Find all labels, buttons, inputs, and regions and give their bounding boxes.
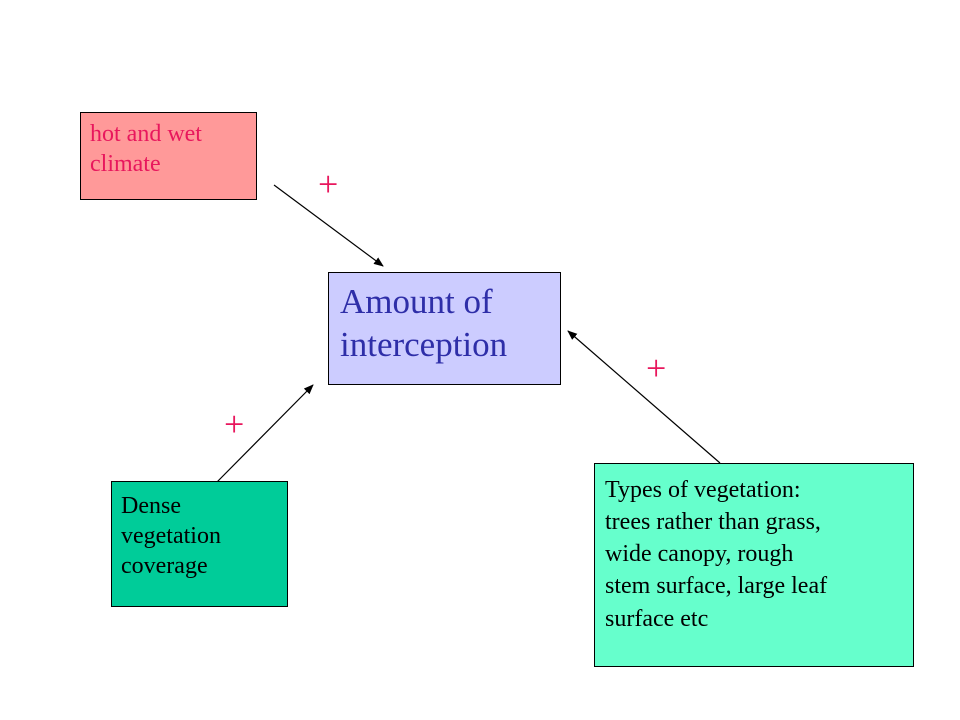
node-hot-wet-climate: hot and wet climate	[80, 112, 257, 200]
node-dense-vegetation-coverage: Dense vegetation coverage	[111, 481, 288, 607]
node-text-line: wide canopy, rough	[605, 541, 794, 568]
link-sign-types: +	[646, 348, 667, 388]
node-text-line: interception	[340, 324, 508, 364]
node-text-line: coverage	[121, 553, 208, 579]
node-text-line: Amount of	[340, 282, 493, 321]
node-text-line: surface etc	[605, 605, 709, 632]
node-text-line: trees rather than grass,	[605, 509, 821, 536]
arrow-types-to-amount	[567, 330, 721, 464]
node-text-line: hot and wet	[90, 121, 202, 147]
node-text-line: Dense	[121, 493, 181, 519]
link-sign-dense: +	[224, 404, 245, 444]
link-sign-climate: +	[318, 164, 339, 204]
node-text-line: stem surface, large leaf	[605, 573, 828, 600]
node-text-line: Types of vegetation:	[605, 477, 801, 503]
node-text-line: climate	[90, 151, 161, 177]
arrow-dense-to-amount	[216, 384, 314, 483]
node-text-line: vegetation	[121, 523, 221, 549]
arrow-climate-to-amount	[273, 184, 384, 267]
node-types-of-vegetation: Types of vegetation: trees rather than g…	[594, 463, 914, 667]
node-amount-of-interception: Amount of interception	[328, 272, 561, 385]
